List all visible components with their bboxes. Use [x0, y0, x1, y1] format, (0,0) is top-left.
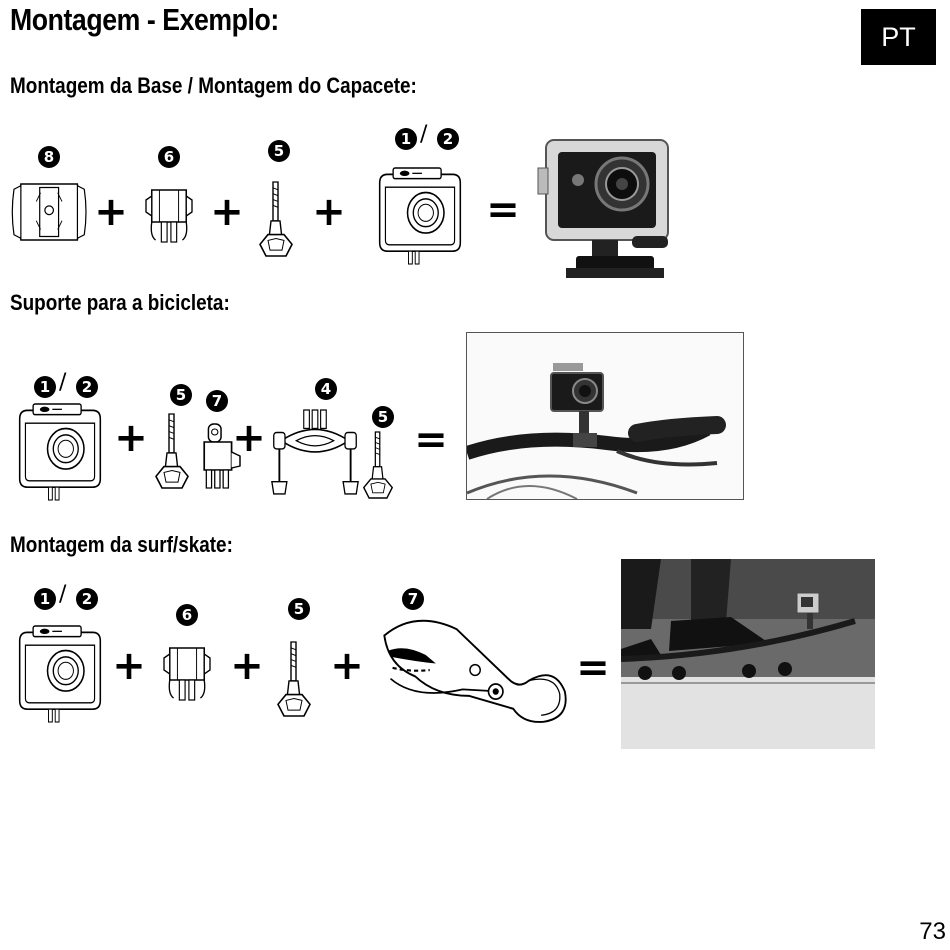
screw-icon: [363, 431, 393, 499]
section-heading-bicycle: Suporte para a bicicleta:: [10, 290, 230, 315]
camera-photo: [536, 128, 688, 286]
buckle-mount-icon: [163, 647, 211, 701]
page-number: 73: [919, 918, 946, 945]
plus-sign: +: [114, 415, 148, 461]
part-number-badge: 5: [170, 384, 192, 406]
plus-sign: +: [112, 643, 146, 689]
part-number-badge: 5: [288, 598, 310, 620]
surf-clamp-icon: [383, 619, 567, 724]
part-number-badge: 6: [158, 146, 180, 168]
part-number-badge: 8: [38, 146, 60, 168]
part-number-badge: 7: [402, 588, 424, 610]
slash-separator: /: [59, 582, 67, 607]
part-number-badge: 1: [34, 376, 56, 398]
part-number-badge: 5: [268, 140, 290, 162]
bike-photo: [466, 332, 744, 500]
part-number-badge: 7: [206, 390, 228, 412]
part-number-badge: 4: [315, 378, 337, 400]
part-number-badge: 1: [395, 128, 417, 150]
waterproof-case-icon: [18, 403, 102, 501]
section-heading-surf-skate: Montagem da surf/skate:: [10, 532, 233, 557]
part-number-badge: 2: [76, 588, 98, 610]
buckle-mount-icon: [145, 189, 193, 243]
plus-sign: +: [330, 643, 364, 689]
slash-separator: /: [59, 370, 67, 395]
part-number-badge: 2: [437, 128, 459, 150]
equals-sign: =: [414, 417, 448, 463]
part-number-badge: 5: [372, 406, 394, 428]
skate-photo: [621, 559, 875, 749]
slash-separator: /: [420, 122, 428, 147]
section-heading-base-helmet: Montagem da Base / Montagem do Capacete:: [10, 73, 417, 98]
part-number-badge: 2: [76, 376, 98, 398]
page-title: Montagem - Exemplo:: [10, 2, 279, 37]
plus-sign: +: [232, 415, 266, 461]
equals-sign: =: [486, 187, 520, 233]
screw-icon: [259, 181, 293, 257]
screw-icon: [155, 413, 189, 489]
part-number-badge: 6: [176, 604, 198, 626]
handlebar-mount-icon: [270, 408, 360, 495]
plus-sign: +: [210, 189, 244, 235]
plus-sign: +: [94, 189, 128, 235]
part-number-badge: 1: [34, 588, 56, 610]
language-badge: PT: [861, 9, 936, 65]
screw-icon: [277, 641, 311, 717]
plus-sign: +: [312, 189, 346, 235]
plus-sign: +: [230, 643, 264, 689]
equals-sign: =: [576, 645, 610, 691]
adhesive-base-mount-icon: [11, 183, 87, 241]
waterproof-case-icon: [378, 167, 462, 265]
waterproof-case-icon: [18, 625, 102, 723]
